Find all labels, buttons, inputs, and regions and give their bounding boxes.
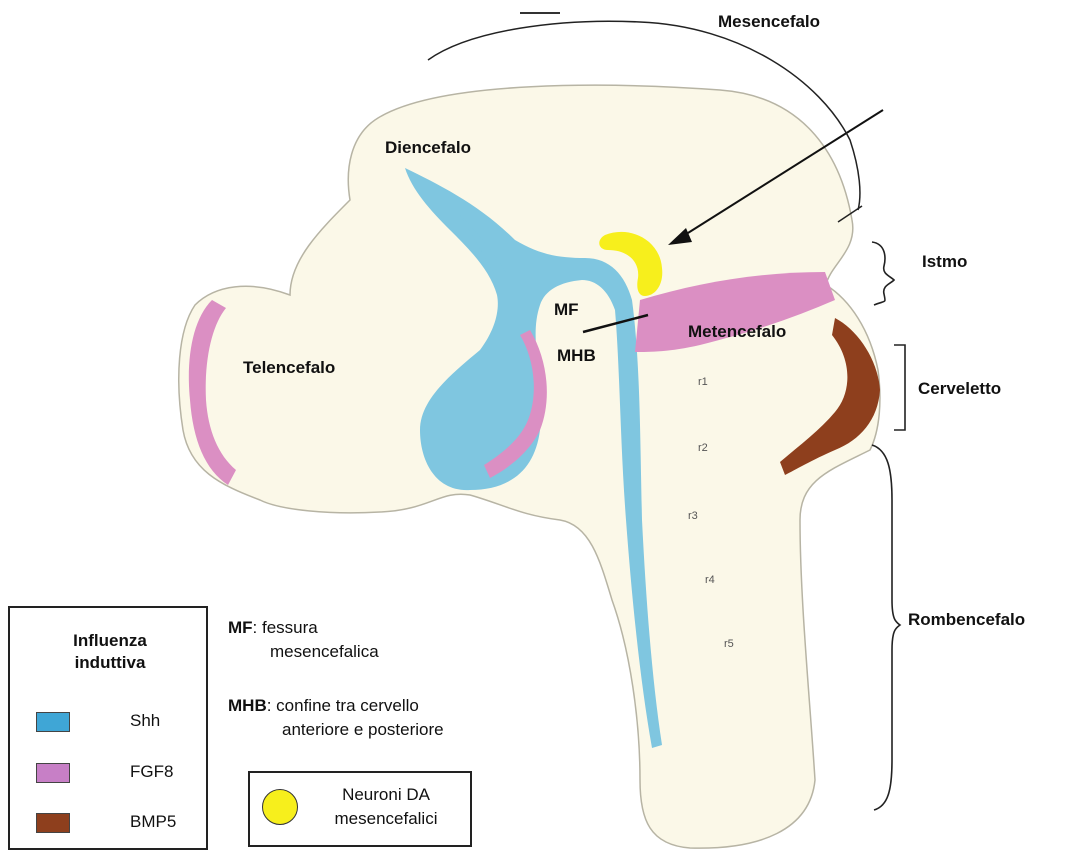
da-neurons-label: Neuroni DA mesencefalici (306, 783, 466, 831)
istmo-brace (872, 242, 894, 305)
da-neurons-swatch (262, 789, 298, 825)
rhombomere-label: r2 (698, 442, 708, 454)
definition-mf-line1: : fessura (253, 618, 318, 637)
da-neurons-legend: Neuroni DA mesencefalici (248, 771, 472, 847)
legend-swatch-bmp5 (36, 813, 70, 833)
label-mesencefalo: Mesencefalo (718, 12, 820, 32)
legend-title: Influenza induttiva (40, 630, 180, 674)
cerveletto-brace (894, 345, 905, 430)
label-diencefalo: Diencefalo (385, 138, 471, 158)
definition-mhb: MHB: confine tra cervello anteriore e po… (228, 694, 444, 742)
rhombomere-label: r3 (688, 510, 698, 522)
rhombomere-label: r4 (705, 574, 715, 586)
legend-title-line2: induttiva (40, 652, 180, 674)
legend-swatch-fgf8 (36, 763, 70, 783)
definition-mhb-line1: : confine tra cervello (267, 696, 419, 715)
da-neurons-label-line2: mesencefalici (306, 807, 466, 831)
label-mhb: MHB (557, 346, 596, 366)
legend-title-line1: Influenza (40, 630, 180, 652)
label-cerveletto: Cerveletto (918, 379, 1001, 399)
legend-label-fgf8: FGF8 (130, 762, 173, 782)
legend-label-shh: Shh (130, 711, 160, 731)
definition-mhb-term: MHB (228, 696, 267, 715)
label-mf: MF (554, 300, 579, 320)
da-neurons-label-line1: Neuroni DA (306, 783, 466, 807)
definition-mf-term: MF (228, 618, 253, 637)
legend-label-bmp5: BMP5 (130, 812, 176, 832)
label-metencefalo: Metencefalo (688, 322, 786, 342)
label-rombencefalo: Rombencefalo (908, 610, 1025, 630)
legend-swatch-shh (36, 712, 70, 732)
rhombomere-label: r5 (724, 638, 734, 650)
definition-mhb-line2: anteriore e posteriore (228, 718, 444, 742)
definition-mf: MF: fessura mesencefalica (228, 616, 379, 664)
label-telencefalo: Telencefalo (243, 358, 335, 378)
definition-mf-line2: mesencefalica (228, 640, 379, 664)
legend: Influenza induttiva Shh FGF8 BMP5 (8, 606, 208, 850)
label-istmo: Istmo (922, 252, 967, 272)
rhombomere-label: r1 (698, 376, 708, 388)
rombencefalo-brace (872, 445, 900, 810)
